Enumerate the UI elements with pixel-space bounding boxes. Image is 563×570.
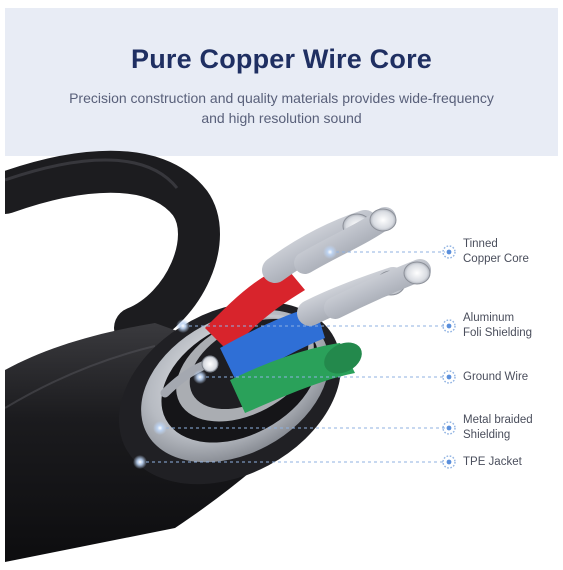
subtitle-line-2: and high resolution sound xyxy=(201,110,362,126)
red-wire-tip-2 xyxy=(369,208,397,232)
callout-tinned-copper-core: Tinned Copper Core xyxy=(463,237,529,267)
cable-loop-highlight xyxy=(5,158,179,189)
ground-wire-tip xyxy=(201,355,219,373)
callout-text-line: Ground Wire xyxy=(463,371,529,383)
product-image-frame: Pure Copper Wire Core Precision construc… xyxy=(5,8,558,562)
page-subtitle: Precision construction and quality mater… xyxy=(35,88,528,128)
header-banner xyxy=(5,8,558,156)
callout-start-markers xyxy=(133,245,337,469)
green-wire-insulation xyxy=(230,343,355,413)
blue-wire-insulation xyxy=(220,306,325,383)
callout-lines xyxy=(140,251,445,463)
page-title: Pure Copper Wire Core xyxy=(130,44,432,74)
green-wire-end xyxy=(324,342,362,374)
callout-text-line: Foli Shielding xyxy=(463,327,533,339)
callout-text-line: TPE Jacket xyxy=(463,456,522,468)
cable-cross-section-illustration xyxy=(5,150,456,562)
callout-text-line: Copper Core xyxy=(463,253,529,265)
jacket-highlight xyxy=(5,345,156,409)
cable-loop-shape xyxy=(5,150,220,349)
callout-tpe-jacket: TPE Jacket xyxy=(463,455,522,470)
callout-metal-braided-shielding: Metal braided Shielding xyxy=(463,413,533,443)
callout-aluminum-foil-shielding: Aluminum Foli Shielding xyxy=(463,311,532,341)
callout-text-line: Shielding xyxy=(463,429,511,441)
callout-text-line: Metal braided xyxy=(463,414,533,426)
blue-wire-tip-2 xyxy=(403,261,431,285)
red-wire-insulation xyxy=(205,266,305,353)
callout-text-line: Aluminum xyxy=(463,312,515,324)
callout-ground-wire: Ground Wire xyxy=(463,370,528,385)
subtitle-line-1: Precision construction and quality mater… xyxy=(69,90,494,106)
callout-text-line: Tinned xyxy=(463,238,498,250)
sparkle-dot-icon xyxy=(442,245,456,469)
